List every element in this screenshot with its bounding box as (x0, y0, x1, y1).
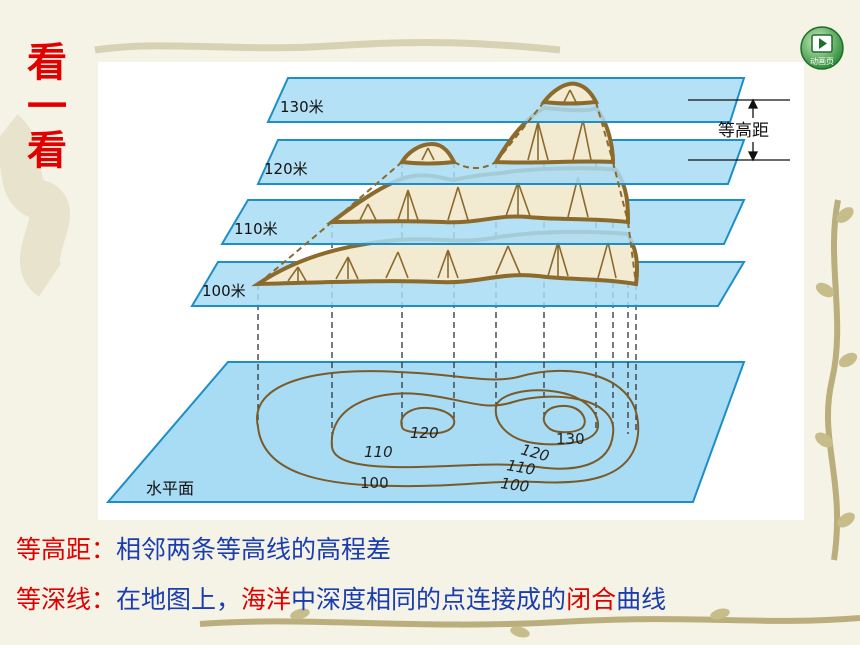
contour-lines (256, 369, 640, 488)
note-isobath: 等深线：在地图上，海洋中深度相同的点连接成的闭合曲线 (16, 580, 666, 616)
vine-leaf (290, 608, 310, 620)
animation-page-button[interactable]: 动画页 (800, 26, 844, 70)
note-definition: 相邻两条等高线的高程差 (116, 535, 392, 564)
contour-diagram: 120 130 110 120 100 110 100 水平面 (105, 77, 790, 503)
note-definition-part: 曲线 (616, 585, 667, 614)
contour-diagram-panel: 120 130 110 120 100 110 100 水平面 (98, 62, 804, 520)
contour-interval-label: 等高距 (718, 121, 769, 141)
right-vine (824, 199, 841, 561)
vine-leaf (815, 282, 835, 298)
note-term: 等高距： (16, 535, 117, 564)
vine-leaf (837, 512, 855, 528)
note-highlight: 闭合 (566, 585, 617, 614)
note-definition-part: 在地图上， (116, 585, 242, 614)
terrain-layer (398, 141, 458, 166)
plane-label-110m: 110米 (234, 220, 278, 238)
left-paint-smear (0, 114, 70, 297)
vine-leaf (838, 352, 858, 368)
side-title-char: 看 (27, 127, 67, 174)
animation-button-label: 动画页 (810, 56, 834, 66)
terrain-ridges (421, 119, 592, 161)
contour-interval-marker (688, 98, 790, 162)
vine-leaf (836, 207, 854, 223)
note-definition-part: 中深度相同的点连接成的 (291, 585, 567, 614)
side-title-char: 一 (27, 83, 67, 130)
plane-label-120m: 120米 (264, 160, 308, 178)
note-contour-interval: 等高距：相邻两条等高线的高程差 (16, 530, 391, 566)
contour-label: 100 (499, 474, 530, 496)
plane-130m (266, 77, 746, 123)
terrain-ridges (287, 241, 617, 282)
play-icon: 动画页 (800, 26, 844, 70)
side-title-char: 看 (27, 39, 67, 86)
contour-label: 100 (360, 474, 389, 492)
contour-label: 120 (410, 424, 439, 442)
note-highlight: 海洋 (241, 585, 292, 614)
bottom-vine (199, 615, 860, 628)
top-brush-stroke (94, 39, 561, 54)
contour-label: 110 (505, 456, 536, 479)
plane-label-130m: 130米 (280, 98, 324, 116)
contour-label: 130 (556, 430, 585, 448)
note-term: 等深线： (16, 585, 117, 614)
cut-outline (257, 101, 637, 285)
vine-leaf (815, 432, 833, 448)
vine-leaf (710, 608, 730, 620)
base-plane-label: 水平面 (146, 479, 194, 498)
terrain-peak (540, 81, 600, 106)
contour-label: 110 (364, 443, 393, 461)
terrain-ridges (563, 89, 577, 103)
plane-label-100m: 100米 (202, 282, 246, 300)
vine-leaf (510, 626, 530, 638)
